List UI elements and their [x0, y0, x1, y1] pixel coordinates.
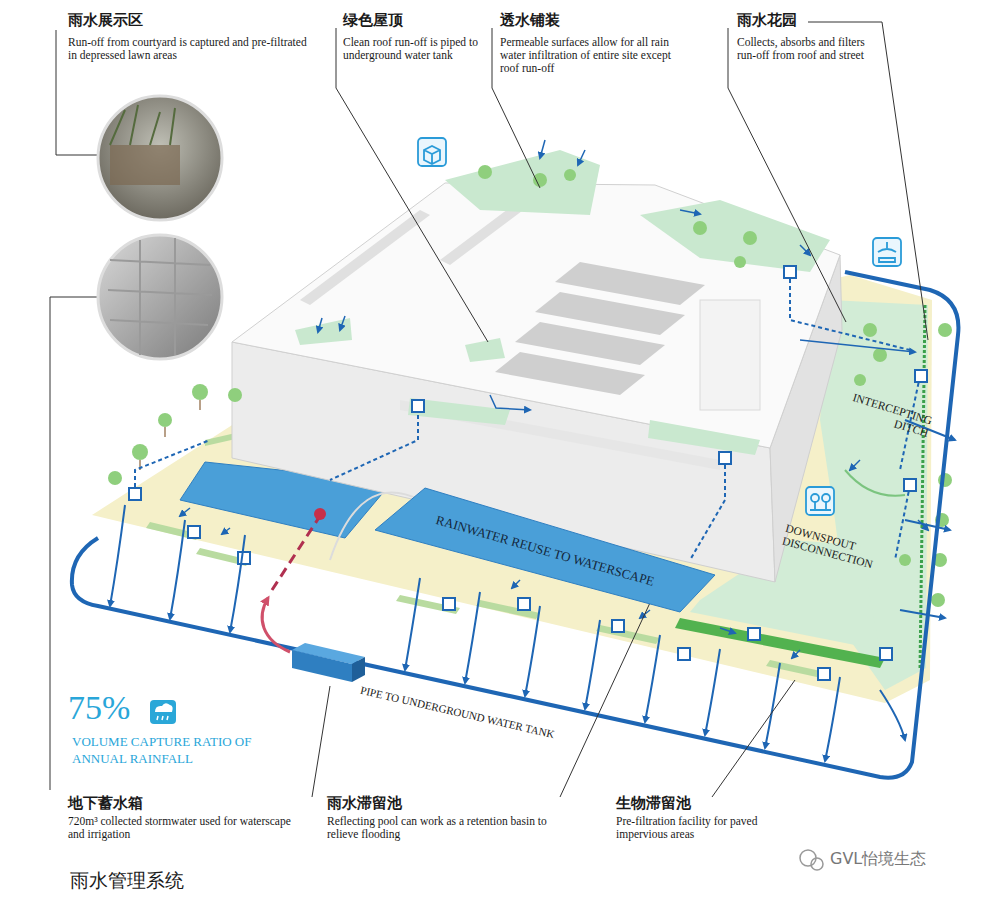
- callout-body: Run-off from courtyard is captured and p…: [68, 36, 316, 62]
- callout-heading: 雨水花园: [737, 12, 797, 29]
- callout-heading: 生物滞留池: [616, 795, 691, 812]
- callout-heading: 绿色屋顶: [343, 12, 403, 29]
- drawing-label: DOWNSPOUT DISCONNECTION: [780, 522, 895, 577]
- callout-heading: 雨水展示区: [68, 12, 143, 29]
- callout-body: Pre-filtration facility for paved imperv…: [616, 815, 766, 841]
- callout-body: Permeable surfaces allow for all rain wa…: [500, 36, 678, 76]
- callout-body: Clean roof run-off is piped to undergrou…: [343, 36, 495, 62]
- statistic-caption: VOLUME CAPTURE RATIO OF ANNUAL RAINFALL: [72, 734, 287, 768]
- callout-body: Collects, absorbs and filters run-off fr…: [737, 36, 865, 62]
- callout-heading: 地下蓄水箱: [68, 795, 143, 812]
- callout-heading: 雨水滞留池: [327, 795, 402, 812]
- callout-body: Reflecting pool can work as a retention …: [327, 815, 555, 841]
- drawing-label: INTERCEPTING DITCH: [830, 386, 933, 441]
- reflecting-pool: RAINWATER REUSE TO WATERSCAPE: [360, 478, 730, 618]
- diagram-title: 雨水管理系统: [70, 870, 184, 892]
- drawing-label: PIPE TO UNDERGROUND WATER TANK: [359, 684, 556, 741]
- statistic-value: 75%: [68, 688, 130, 727]
- watermark: GVL怡境生态: [830, 850, 926, 868]
- callout-heading: 透水铺装: [500, 12, 560, 29]
- callout-body: 720m³ collected stormwater used for wate…: [68, 815, 296, 841]
